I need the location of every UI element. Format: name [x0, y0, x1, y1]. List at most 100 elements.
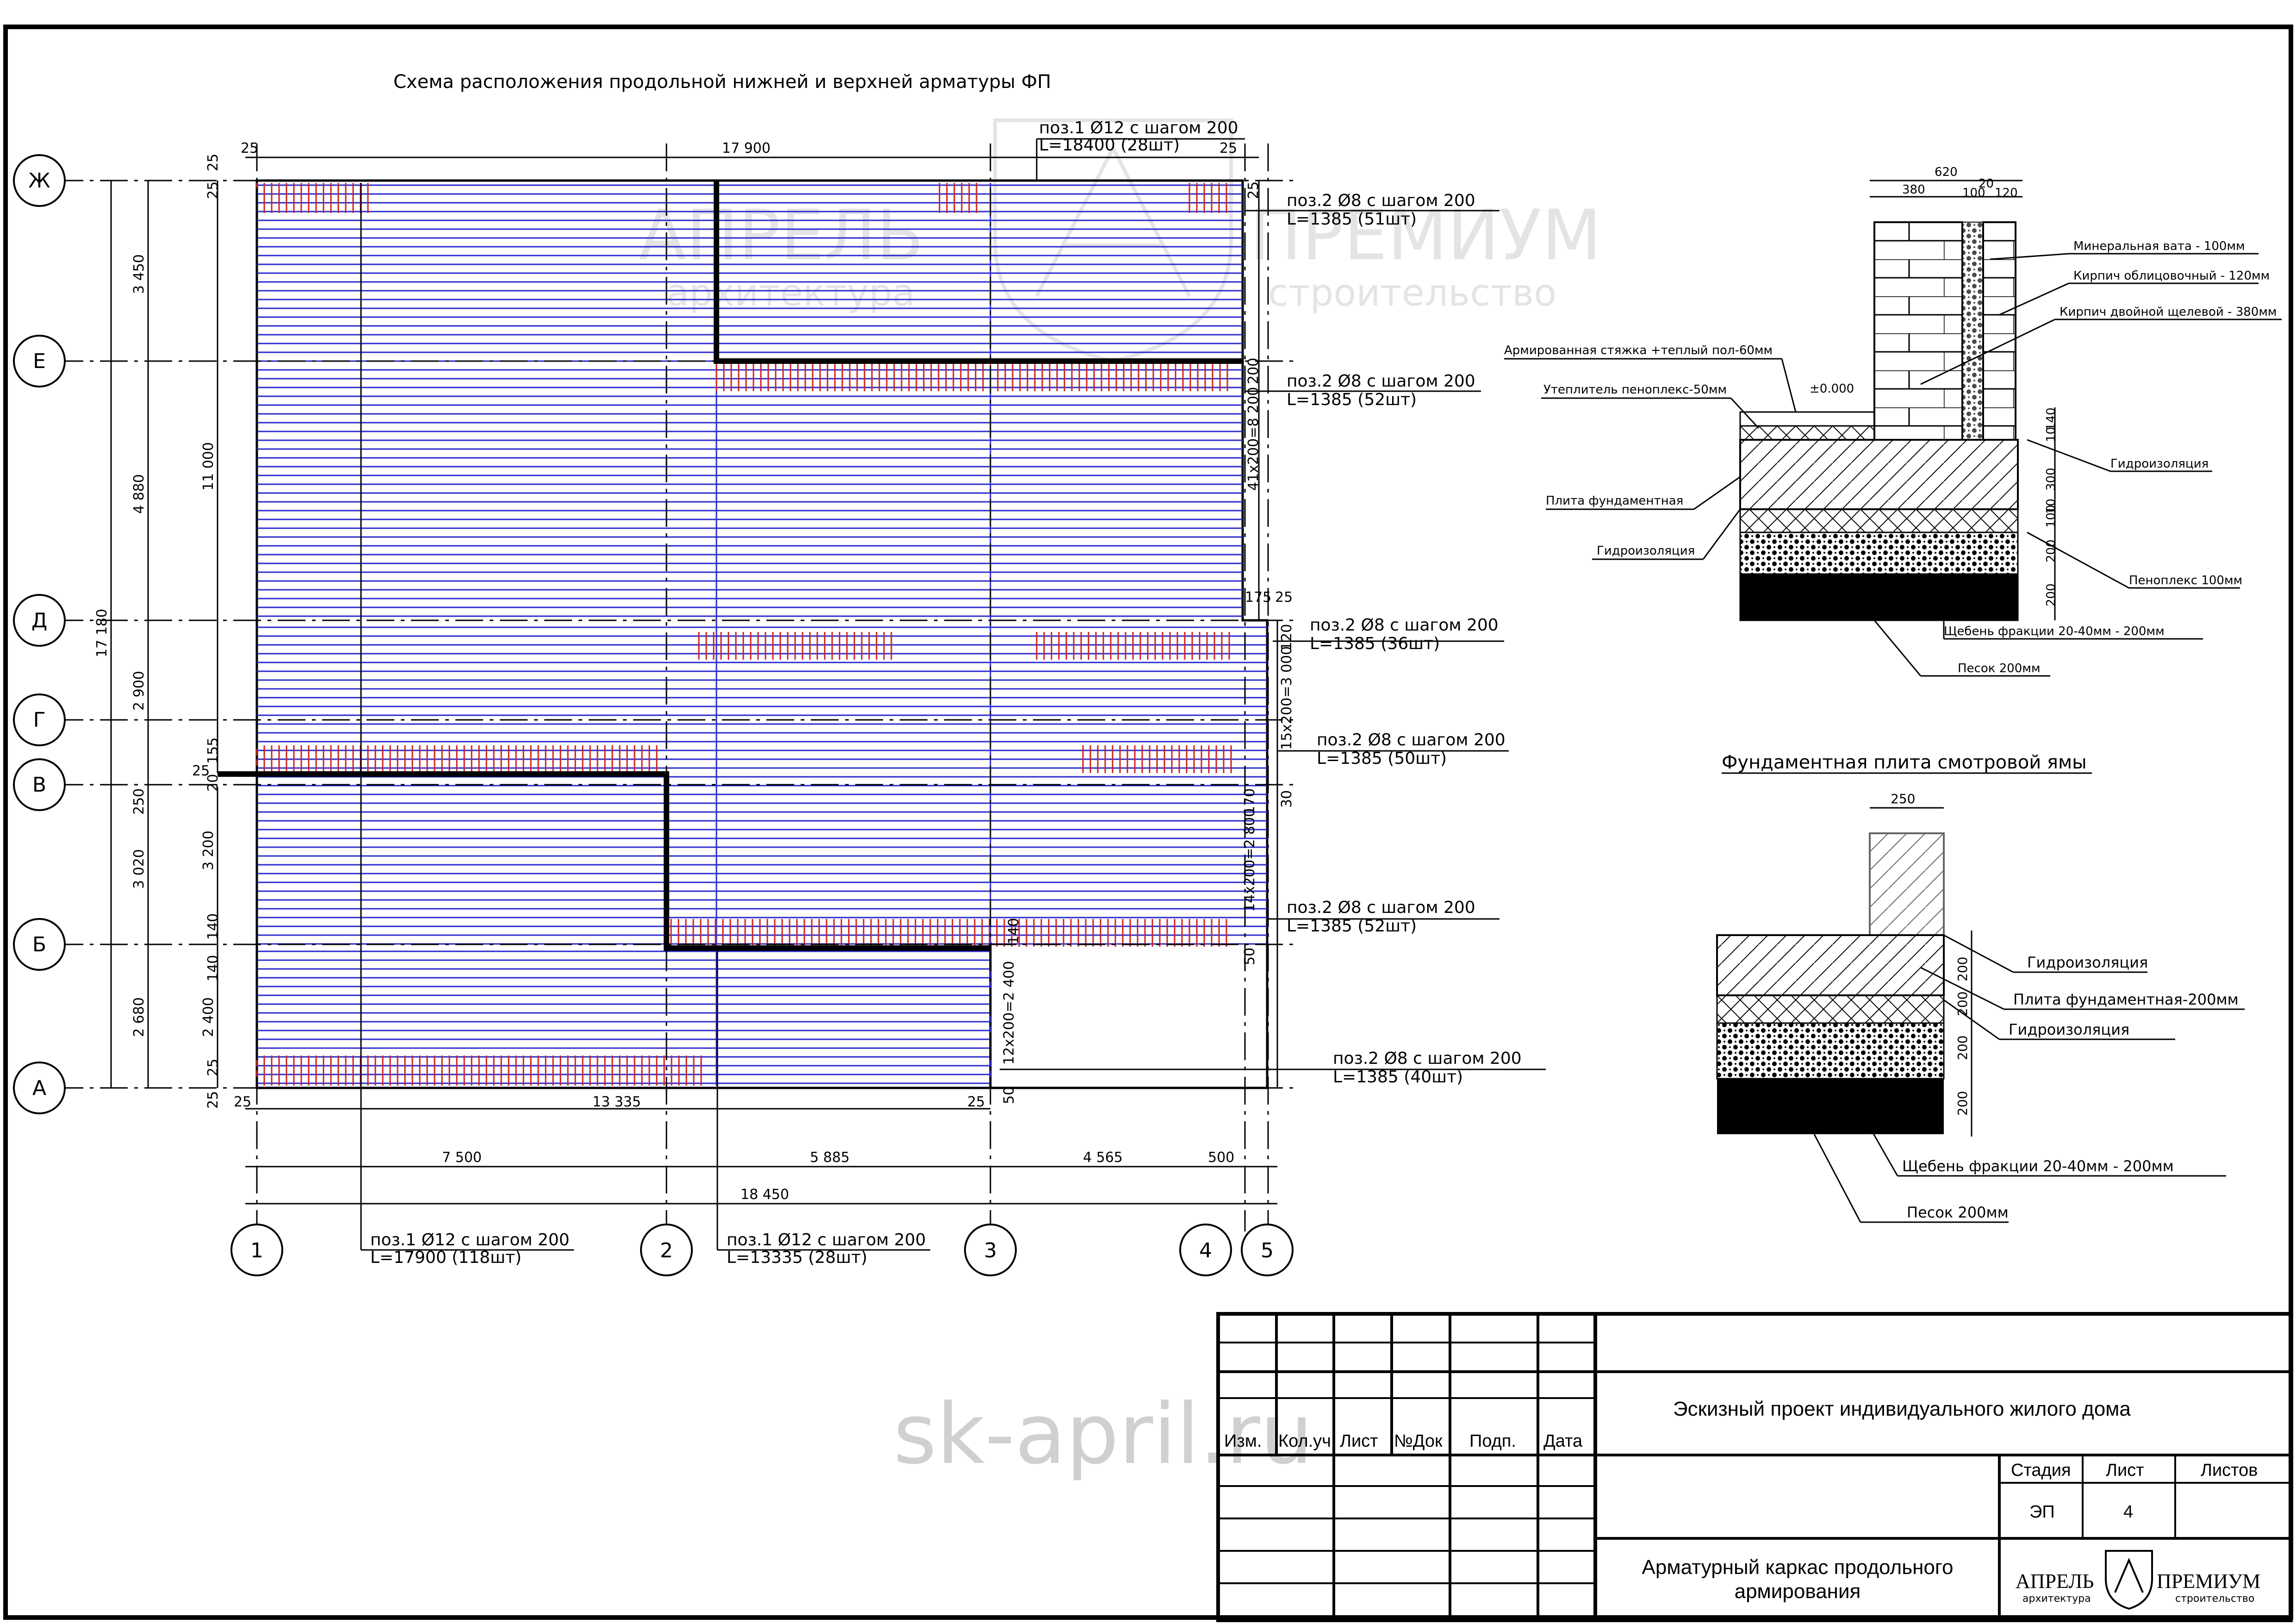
dim-right-2: 200 [1245, 358, 1262, 384]
section-wall-leaders [1504, 253, 2282, 677]
dim-right-5: 25 [1275, 589, 1293, 606]
wall-facing-brick [1982, 221, 2016, 441]
axis-bubble-col: 3 [964, 1224, 1017, 1276]
pit-label-waterproofing-1: Гидроизоляция [2027, 954, 2148, 971]
axis-label: 5 [1261, 1239, 1274, 1262]
grid-lines [56, 144, 1296, 1231]
callout-pos2-6-line2: L=1385 (40шт) [1333, 1068, 1463, 1087]
pit-leaders [1813, 934, 2245, 1223]
dim-left-outer-2: 4 880 [131, 474, 147, 514]
axis-label: 4 [1199, 1239, 1212, 1262]
dim-right-3: 41х200=8 200 [1245, 387, 1262, 491]
wall-dim-120: 120 [1995, 186, 2018, 200]
dim-left-inner-upper: 11 000 [200, 442, 217, 491]
pit-gravel [1716, 1022, 1945, 1080]
dimension-texts: 25 17 900 25 3 450 4 880 2 900 250 3 020… [94, 140, 1295, 1203]
callout-pos2-3-line2: L=1385 (36шт) [1310, 634, 1440, 653]
title-block-texts: Изм. Кол.уч Лист №Док Подп. Дата Эскизны… [1224, 1398, 2258, 1522]
dim-left-outer-4: 250 [131, 788, 147, 815]
pit-sand [1717, 1079, 1944, 1134]
pit-wall [1869, 832, 1945, 936]
dim-left-small-7: 140 [205, 955, 221, 981]
watermark-site: sk-april.ru [893, 1386, 1313, 1483]
axis-label: 3 [984, 1239, 997, 1262]
wall-dim-20: 20 [1979, 177, 1994, 191]
dim-bottom-axis-2: 5 885 [810, 1149, 850, 1166]
watermark-brand-left: АПРЕЛЬ [639, 195, 924, 276]
dim-left-small-6: 140 [205, 913, 221, 940]
dim-right-1: 25 [1245, 181, 1262, 199]
tb-header-ndok: №Док [1394, 1431, 1443, 1451]
tb-logo: АПРЕЛЬ архитектура ПРЕМИУМ строительство [2016, 1550, 2260, 1610]
sheet-frame [3, 25, 2293, 1620]
callout-pos1-1-line1: поз.1 Ø12 с шагом 200 [1039, 119, 1238, 137]
dim-bottom-axis-1: 7 500 [442, 1149, 482, 1166]
dim-left-outer-6: 2 680 [131, 997, 147, 1037]
callout-pos2-2-line2: L=1385 (52шт) [1287, 390, 1417, 409]
label-waterproofing-1: Гидроизоляция [2110, 457, 2209, 471]
dim-left-outer-1: 3 450 [131, 254, 147, 294]
label-insulation-50: Утеплитель пеноплекс-50мм [1543, 383, 1727, 397]
label-penoplex-100: Пеноплекс 100мм [2129, 574, 2242, 587]
tb-logo-right: ПРЕМИУМ [2157, 1570, 2260, 1593]
axis-bubble-col: 5 [1241, 1224, 1294, 1276]
callout-pos2-2-line1: поз.2 Ø8 с шагом 200 [1287, 372, 1475, 391]
dim-top-main: 17 900 [722, 140, 771, 156]
tb-drawing-title: Арматурный каркас продольного армировани… [1642, 1556, 1954, 1603]
dim-right-7: 15х200=3 000 [1279, 646, 1295, 750]
axis-label: В [32, 773, 46, 797]
dim-bottom-axis-3: 4 565 [1083, 1149, 1123, 1166]
callout-pos1-2-line2: L=17900 (118шт) [370, 1248, 522, 1267]
axis-label: Б [32, 933, 46, 956]
sand-layer [1739, 573, 2019, 621]
wall-insulation [1961, 221, 1984, 441]
label-gravel: Щебень фракции 20-40мм - 200мм [1944, 625, 2165, 638]
pit-label-slab: Плита фундаментная-200мм [2013, 991, 2239, 1008]
callout-pos2-6-line1: поз.2 Ø8 с шагом 200 [1333, 1049, 1522, 1068]
tb-drawing-title-box: Арматурный каркас продольного армировани… [1642, 1556, 1954, 1603]
axis-bubble-row: Б [13, 918, 66, 971]
pit-label-sand: Песок 200мм [1907, 1204, 2009, 1221]
watermark-a-icon [1035, 144, 1191, 297]
label-foundation-slab: Плита фундаментная [1546, 494, 1683, 508]
dimension-lines [110, 156, 1278, 1205]
dim-bottom-axis-4: 500 [1208, 1149, 1234, 1166]
callout-pos2-4-line2: L=1385 (50шт) [1317, 749, 1447, 768]
label-sand: Песок 200мм [1958, 662, 2041, 675]
watermark-shield-icon [993, 119, 1233, 363]
wall-dim-r2: 140 [2044, 407, 2058, 431]
axis-label: Г [33, 708, 46, 732]
axis-bubble-col: 2 [640, 1224, 693, 1276]
wall-dim-r7: 200 [2044, 583, 2058, 606]
dim-right-10: 14х200=2 800 [1242, 808, 1258, 912]
axis-bubble-row: Ж [13, 154, 66, 207]
axis-bubble-row: Д [13, 594, 66, 647]
label-mineral-wool: Минеральная вата - 100мм [2073, 239, 2245, 253]
dim-left-inner-lower-1: 3 200 [200, 831, 217, 870]
pit-label-gravel: Щебень фракции 20-40мм - 200мм [1902, 1157, 2174, 1175]
dim-left-outer-5: 3 020 [131, 849, 147, 889]
dim-bottom-plate-1: 25 [234, 1094, 251, 1110]
axis-bubble-col: 4 [1179, 1224, 1232, 1276]
watermark: АПРЕЛЬ архитектура ПРЕМИУМ строительство [639, 119, 1601, 363]
callout-pos1-3-line2: L=13335 (28шт) [727, 1248, 867, 1267]
dim-top-left: 25 [241, 140, 258, 156]
section-wall-dims: 620 380 20 100 120 10 140 300 10 100 200… [1810, 165, 2058, 606]
tb-project-title: Эскизный проект индивидуального жилого д… [1673, 1398, 2131, 1420]
section-wall: 620 380 20 100 120 10 140 300 10 100 200… [1504, 165, 2282, 677]
callouts-pos2 [1000, 210, 1546, 1070]
dim-left-outer-3: 2 900 [131, 671, 147, 711]
floor-screed [1739, 411, 1875, 427]
dim-right-12: 50 [1242, 948, 1258, 965]
penoplex-layer [1739, 508, 2019, 533]
tb-sheets-header: Листов [2201, 1461, 2258, 1480]
dim-right-14: 50 [1001, 1087, 1017, 1104]
dim-left-inner-lower-2: 2 400 [200, 997, 217, 1037]
axis-label: А [32, 1076, 46, 1100]
axis-label: 1 [250, 1239, 263, 1262]
dim-left-small-4: 155 [205, 737, 221, 764]
pit-label-waterproofing-2: Гидроизоляция [2009, 1021, 2129, 1038]
dim-right-6: 120 [1279, 624, 1295, 650]
